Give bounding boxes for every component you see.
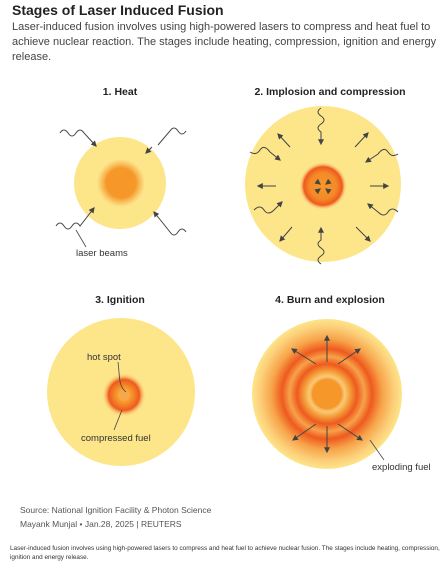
- laser-beam-icons: [55, 127, 187, 236]
- compressed-fuel-label: compressed fuel: [81, 433, 151, 444]
- hot-spot-center: [118, 389, 130, 401]
- outward-arrows: [256, 132, 390, 242]
- laser-beam-icons: [249, 107, 399, 265]
- burning-core: [312, 379, 342, 409]
- hot-spot-label: hot spot: [87, 352, 121, 363]
- leader-line: [113, 409, 123, 431]
- stage-2-implosion: [245, 106, 401, 265]
- stage-4-title: 4. Burn and explosion: [275, 294, 385, 306]
- stage-3-title: 3. Ignition: [95, 294, 145, 306]
- caption: Laser-induced fusion involves using high…: [10, 545, 440, 561]
- leader-line: [117, 361, 127, 393]
- exploding-fuel-label: exploding fuel: [372, 462, 431, 473]
- leader-line: [75, 229, 87, 248]
- laser-beam-icon: [55, 207, 95, 230]
- page-subtitle: Laser-induced fusion involves using high…: [12, 21, 437, 63]
- compressed-core: [299, 162, 347, 210]
- credit-line: Mayank Munjal • Jan.28, 2025 | REUTERS: [20, 519, 182, 529]
- leader-line: [369, 439, 385, 461]
- inward-arrows: [314, 178, 332, 195]
- explosion-arrows: [290, 334, 363, 454]
- stage-1-heat: laser beams: [55, 127, 187, 259]
- page-title: Stages of Laser Induced Fusion: [12, 2, 224, 18]
- source-note: Source: National Ignition Facility & Pho…: [20, 505, 212, 515]
- laser-beam-icon: [153, 211, 187, 236]
- laser-beam-icon: [146, 127, 187, 153]
- laser-beam-icon: [59, 129, 97, 147]
- stage-4-burn: exploding fuel: [252, 319, 431, 473]
- laser-beams-label: laser beams: [76, 248, 128, 259]
- stage-2-title: 2. Implosion and compression: [254, 86, 406, 98]
- heated-core: [97, 159, 145, 207]
- stage-1-title: 1. Heat: [102, 86, 138, 98]
- stage-3-ignition: hot spot compressed fuel: [47, 318, 195, 466]
